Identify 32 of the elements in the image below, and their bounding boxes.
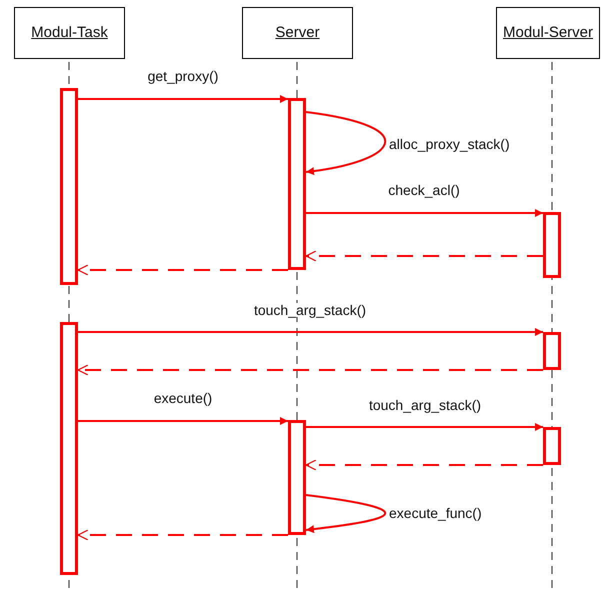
activation-bar xyxy=(543,427,561,465)
message-label: execute_func() xyxy=(388,506,483,520)
message-arrow xyxy=(78,95,288,103)
activation-bar xyxy=(60,322,78,575)
object-name: Modul-Server xyxy=(502,24,594,42)
lifeline-header-box xyxy=(496,7,600,59)
activation-bar xyxy=(288,98,306,270)
return-arrow xyxy=(77,264,288,276)
message-arrow xyxy=(78,417,288,425)
message-label: touch_arg_stack() xyxy=(368,398,482,412)
return-arrow xyxy=(77,364,543,376)
lifeline-header-box xyxy=(242,7,353,59)
message-label: check_acl() xyxy=(387,183,461,197)
return-arrow xyxy=(305,250,543,262)
message-label: alloc_proxy_stack() xyxy=(388,137,511,151)
message-label: get_proxy() xyxy=(146,69,220,83)
activation-bar xyxy=(543,332,561,370)
message-arrow xyxy=(306,209,543,217)
message-label: execute() xyxy=(152,391,214,405)
return-arrow xyxy=(77,529,288,541)
activation-bar xyxy=(543,212,561,278)
message-label: touch_arg_stack() xyxy=(252,303,368,317)
activation-bar xyxy=(60,88,78,285)
self-call-arrow xyxy=(306,111,386,175)
object-name: Modul-Task xyxy=(31,24,108,42)
activation-bar xyxy=(288,420,306,535)
message-arrow xyxy=(78,328,543,336)
lifeline-header-box xyxy=(14,7,125,59)
return-arrow xyxy=(305,459,543,471)
self-call-arrow xyxy=(306,494,386,534)
message-arrow xyxy=(306,423,543,431)
object-name: Server xyxy=(275,24,320,42)
